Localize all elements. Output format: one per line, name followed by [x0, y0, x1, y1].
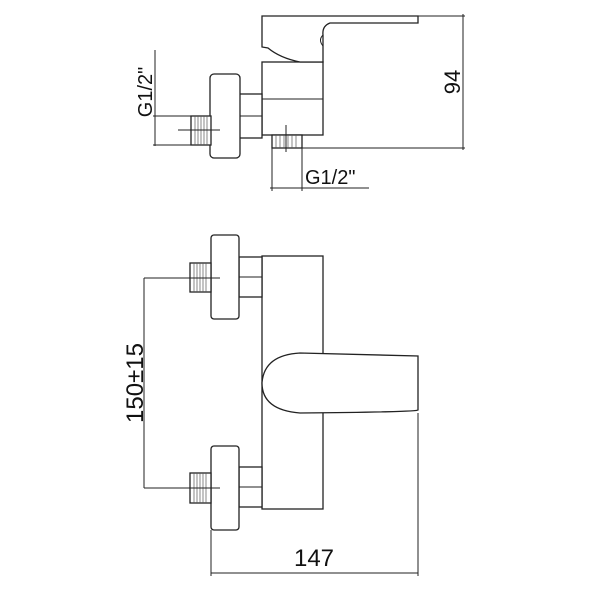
side-flange — [209, 73, 241, 159]
dim-outlet-thread: G1/2" — [270, 148, 369, 191]
dim-height: 94 — [302, 14, 465, 150]
inlet-spacing-label: 150±15 — [122, 343, 149, 423]
top-lever — [261, 352, 419, 414]
dim-depth: 147 — [210, 413, 419, 576]
depth-label: 147 — [294, 545, 334, 572]
lower-inlet — [144, 445, 263, 531]
dim-inlet-thread: G1/2" — [135, 50, 191, 146]
side-view: G1/2" 94 G1/2" — [135, 14, 465, 191]
side-handle — [261, 15, 419, 63]
height-label: 94 — [440, 70, 465, 94]
dim-inlet-spacing: 150±15 — [122, 278, 149, 488]
side-outlet-thread — [271, 134, 303, 149]
top-view: 150±15 147 — [122, 234, 419, 576]
outlet-thread-label: G1/2" — [305, 167, 355, 189]
inlet-thread-label: G1/2" — [135, 67, 157, 117]
upper-inlet — [144, 234, 263, 320]
